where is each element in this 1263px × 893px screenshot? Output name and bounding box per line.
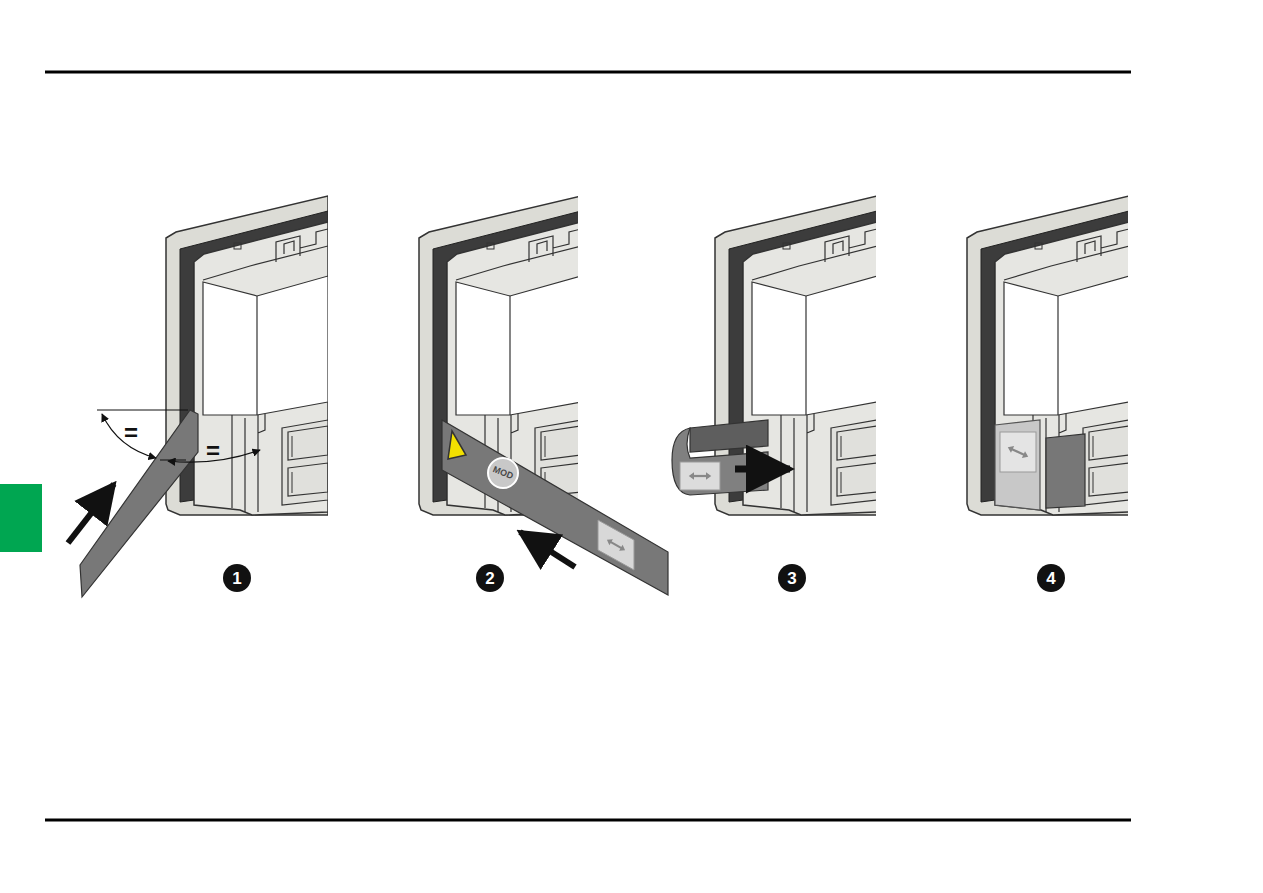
callout-number: 4 <box>1046 570 1055 587</box>
callout-circle <box>1037 564 1065 592</box>
label-strip <box>672 428 768 495</box>
insert-arrow <box>735 466 790 473</box>
insert-arrow <box>68 484 114 543</box>
callout-circle <box>778 564 806 592</box>
dimension-mark: = <box>124 421 138 445</box>
callout-number: 1 <box>232 570 241 587</box>
device-view <box>967 196 1128 515</box>
label-strip <box>995 420 1040 510</box>
callout-number: 2 <box>485 570 494 587</box>
device-view <box>715 196 876 515</box>
callout-circle <box>223 564 251 592</box>
label-strip <box>442 420 668 595</box>
section-tab <box>0 484 42 552</box>
rule-line <box>45 819 1131 822</box>
dimension-mark: = <box>206 439 220 463</box>
rule-line <box>45 71 1131 74</box>
insert-arrow <box>520 532 575 567</box>
device-view <box>166 196 328 515</box>
callout-circle <box>476 564 504 592</box>
callout-number: 3 <box>787 570 796 587</box>
